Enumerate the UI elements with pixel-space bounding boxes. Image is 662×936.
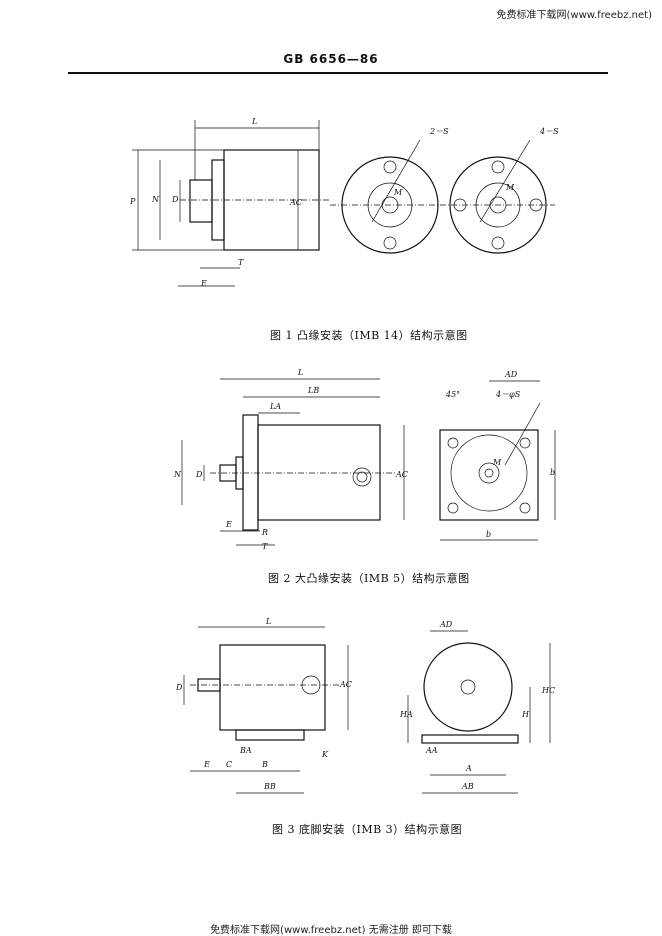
dim-LA: LA	[269, 402, 281, 411]
dim-C: C	[226, 760, 232, 769]
figure-3-drawing: L D AC BA E C B BB K AD HC HA H AA A AB	[175, 617, 555, 794]
dim-LB: LB	[307, 386, 319, 395]
dim-T: T	[238, 258, 244, 267]
front-2s-M: M	[393, 188, 403, 197]
footer-watermark: 免费标准下载网(www.freebz.net) 无需注册 即可下载	[210, 925, 452, 936]
dim-D: D	[171, 195, 179, 204]
front-view-square-flange	[439, 429, 539, 521]
dim-R: R	[261, 528, 268, 537]
dim-N: N	[173, 470, 182, 479]
dim-H: H	[521, 710, 530, 719]
large-flange	[242, 414, 259, 531]
dim-A: A	[465, 764, 472, 773]
front-view-4s	[449, 156, 547, 254]
dim-AB: AB	[461, 782, 474, 791]
front-4s-M: M	[505, 183, 515, 192]
dim-L: L	[265, 617, 271, 626]
dim-D: D	[195, 470, 203, 479]
watermark-top: 免费标准下载网(www.freebz.net)	[496, 10, 652, 21]
motor-body	[219, 644, 326, 731]
dim-L: L	[297, 368, 303, 377]
dim-BB: BB	[263, 782, 276, 791]
dim-B: B	[261, 760, 268, 769]
label-4s: 4－S	[539, 127, 559, 136]
label-4phiS: 4－φS	[495, 390, 521, 399]
foot	[235, 729, 305, 741]
dim-D: D	[175, 683, 183, 692]
dim-T: T	[262, 542, 268, 551]
dim-AD: AD	[439, 620, 453, 629]
front-view-foot-mount	[423, 642, 513, 732]
dim-45deg: 45°	[445, 390, 460, 399]
dim-E: E	[203, 760, 210, 769]
dim-HC: HC	[541, 686, 555, 695]
figure-3-caption: 图 3 底脚安装（IMB 3）结构示意图	[272, 823, 463, 836]
figure-2-drawing: L LB LA N D AC E R T M AD 45° 4－φS b b	[173, 368, 556, 551]
dim-b-vertical: b	[550, 468, 555, 477]
dim-AC: AC	[289, 198, 302, 207]
figure-1-drawing: L P N D AC T E M 2－S M 4－S	[129, 117, 559, 288]
header-rule	[68, 72, 608, 74]
dim-AC: AC	[339, 680, 352, 689]
dim-E: E	[225, 520, 232, 529]
dim-L: L	[251, 117, 257, 126]
dim-AC: AC	[395, 470, 408, 479]
label-2s: 2－S	[429, 127, 449, 136]
front-M: M	[492, 458, 502, 467]
dim-AA: AA	[425, 746, 438, 755]
standard-number-header: GB 6656—86	[283, 52, 379, 66]
dim-HA: HA	[399, 710, 413, 719]
front-foot	[421, 734, 519, 744]
dim-N: N	[151, 195, 160, 204]
dim-b-horizontal: b	[486, 530, 491, 539]
figure-1-caption: 图 1 凸缘安装（IMB 14）结构示意图	[270, 329, 468, 342]
figure-2-caption: 图 2 大凸缘安装（IMB 5）结构示意图	[268, 572, 470, 585]
dim-K: K	[321, 750, 329, 759]
dim-P: P	[129, 197, 136, 206]
dim-BA: BA	[239, 746, 252, 755]
motor-body	[257, 424, 381, 521]
dim-E: E	[200, 279, 207, 288]
dim-AD: AD	[504, 370, 518, 379]
shaft	[189, 179, 213, 223]
